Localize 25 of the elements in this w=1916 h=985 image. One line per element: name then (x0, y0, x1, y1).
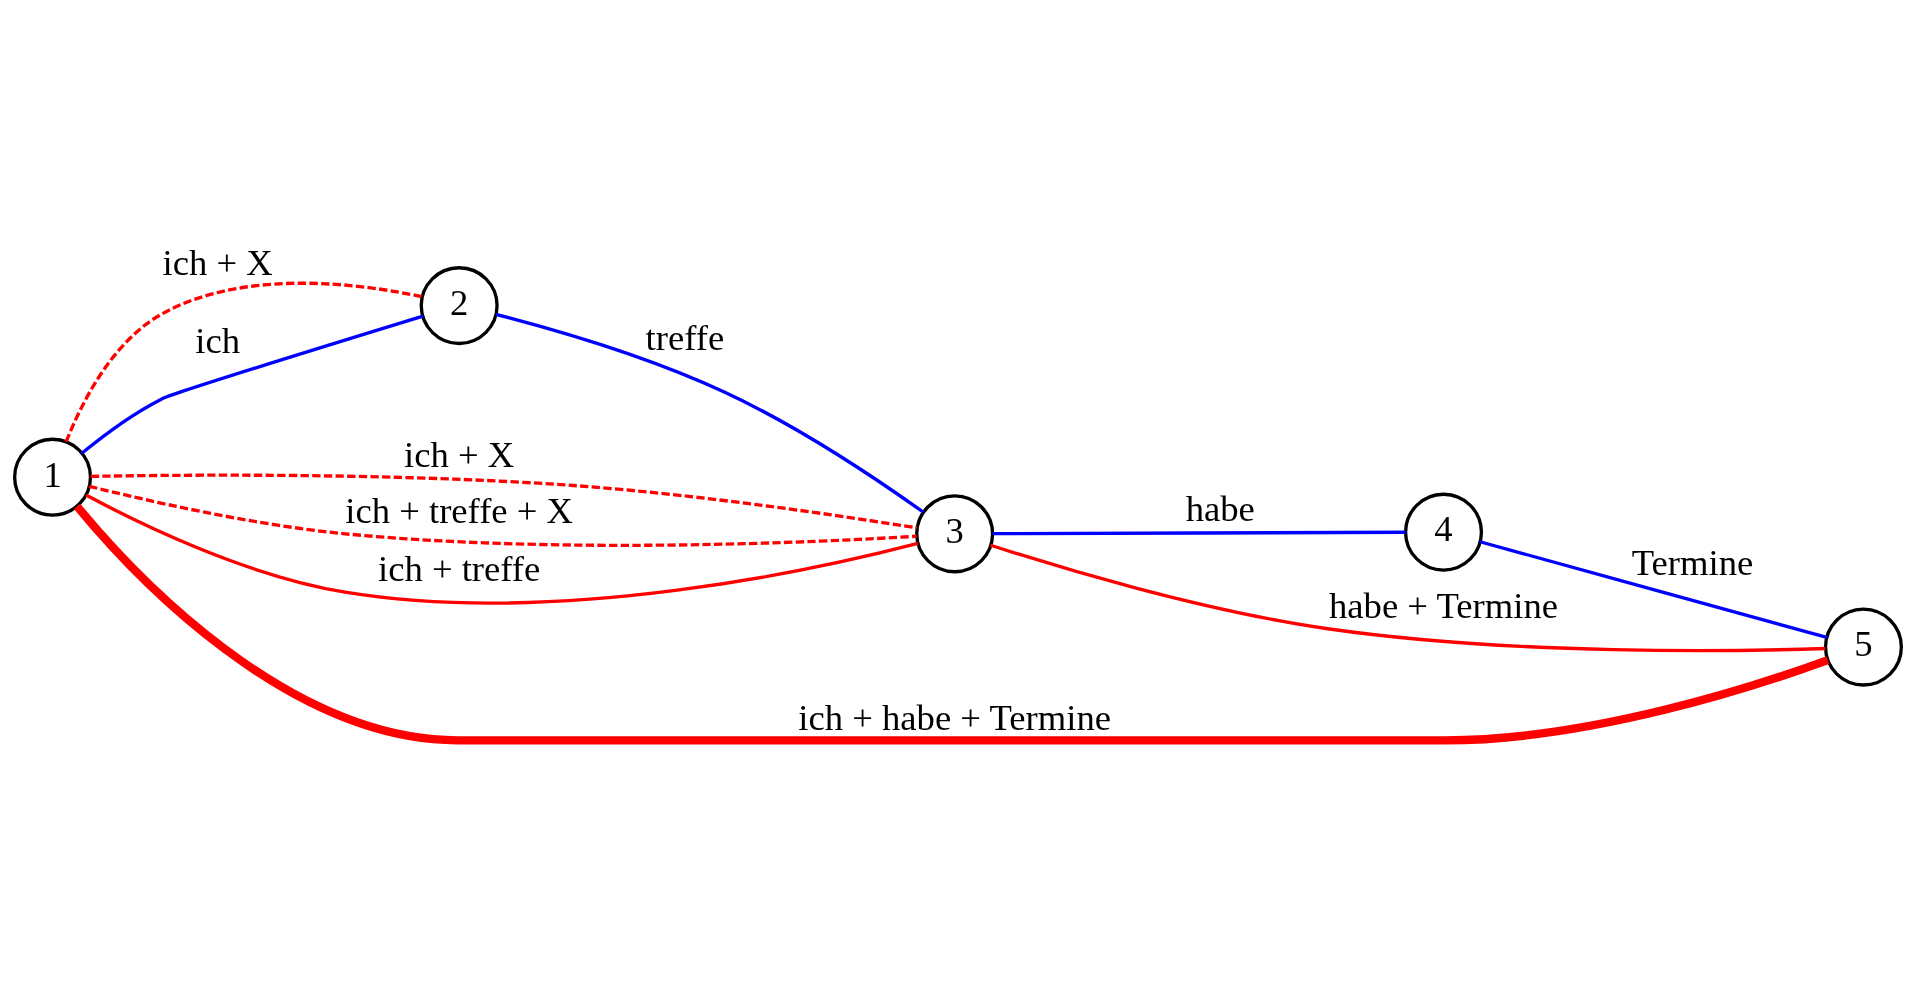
edge-label: Termine (1631, 541, 1754, 583)
connector (88, 484, 917, 547)
node-circle: 3 (915, 493, 995, 573)
connector (73, 503, 1830, 744)
edge-label: ich + treffe (377, 547, 541, 589)
edge-label: habe (1185, 487, 1255, 529)
edge-label: habe + Termine (1329, 584, 1558, 626)
connector (1479, 539, 1828, 639)
node-circle: 4 (1403, 492, 1484, 572)
edge-label: ich + X (404, 433, 515, 475)
node-circle: 2 (419, 265, 499, 345)
edge-label: ich + habe + Termine (798, 696, 1111, 738)
connector (64, 281, 423, 442)
connector (495, 312, 925, 513)
edge-label: ich + X (162, 241, 273, 283)
connector (80, 314, 424, 455)
node-circle: 1 (12, 437, 93, 517)
edge-label: ich + treffe + X (345, 489, 574, 531)
connector (90, 473, 918, 530)
connector (85, 493, 919, 604)
connector (990, 543, 1826, 652)
node-circle: 5 (1823, 607, 1904, 687)
connector (992, 530, 1406, 535)
edge-label: treffe (645, 316, 725, 358)
edge-label: ich (195, 319, 241, 361)
